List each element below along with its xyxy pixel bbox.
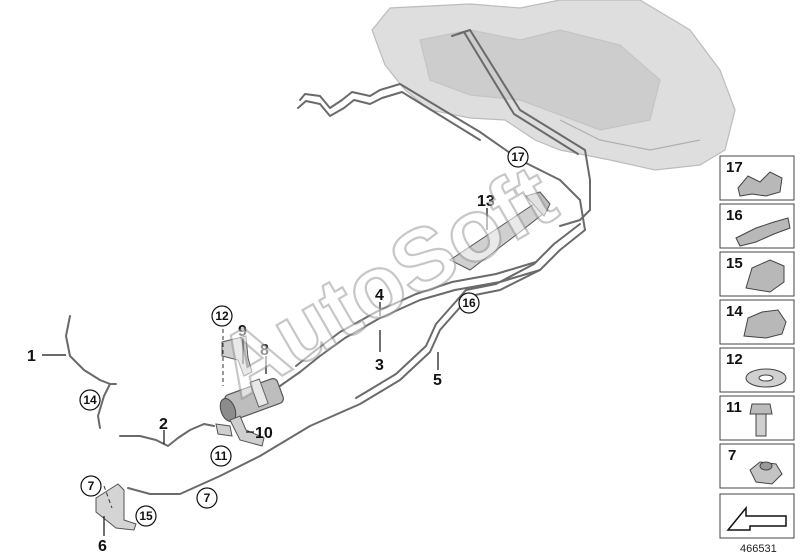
leader-lines (42, 208, 488, 536)
callout-2: 2 (159, 416, 168, 433)
direction-arrow-icon (726, 505, 787, 531)
callout-8: 8 (260, 342, 269, 359)
callout-6: 6 (98, 538, 107, 555)
callout-1: 1 (27, 348, 36, 365)
panel-15: 15 (719, 251, 795, 297)
clip-17-icon (737, 171, 783, 197)
circled-callout-17: 17 (507, 146, 529, 168)
reference-number: 466531 (740, 543, 777, 555)
watermark: AutoSoft (200, 145, 571, 416)
svg-text:11: 11 (215, 449, 228, 463)
bracket-13 (449, 191, 551, 271)
svg-text:12: 12 (726, 351, 743, 368)
circled-callouts: 7 7 11 12 14 15 16 17 (79, 146, 529, 527)
callouts: 1 2 3 4 5 6 8 9 10 13 (27, 193, 495, 555)
svg-text:15: 15 (726, 255, 743, 272)
svg-text:7: 7 (204, 491, 211, 505)
svg-text:16: 16 (462, 296, 476, 310)
panel-arrow (719, 493, 795, 539)
fuel-tank (371, 0, 736, 171)
svg-text:15: 15 (139, 509, 153, 523)
nut-7-icon (749, 461, 783, 485)
panel-17: 17 (719, 155, 795, 201)
panel-7: 7 (719, 443, 795, 489)
clip-16-icon (735, 217, 791, 247)
panel-14: 14 (719, 299, 795, 345)
callout-4: 4 (375, 287, 384, 304)
circled-callout-7a: 7 (80, 475, 102, 497)
svg-text:17: 17 (511, 150, 525, 164)
callout-10: 10 (255, 425, 273, 442)
circled-callout-14: 14 (79, 389, 101, 411)
panel-11: 11 (719, 395, 795, 441)
svg-text:16: 16 (726, 207, 743, 224)
circled-callout-15: 15 (135, 505, 157, 527)
svg-text:14: 14 (83, 393, 97, 407)
svg-text:17: 17 (726, 159, 743, 176)
svg-text:7: 7 (728, 447, 736, 464)
callout-13: 13 (477, 193, 495, 210)
assembly-lines (103, 322, 224, 509)
svg-text:12: 12 (215, 309, 229, 323)
fuel-filter (219, 378, 284, 423)
svg-text:7: 7 (88, 479, 95, 493)
callout-3: 3 (375, 357, 384, 374)
svg-text:11: 11 (726, 399, 742, 416)
clip-15-icon (745, 259, 785, 293)
bolt-11-icon (749, 403, 773, 437)
clip-14-icon (743, 309, 787, 339)
filter-brackets (215, 335, 265, 447)
panel-16: 16 (719, 203, 795, 249)
parts-panel: 17 16 15 14 12 11 (719, 155, 795, 539)
circled-callout-7b: 7 (196, 487, 218, 509)
fuel-lines (65, 29, 591, 495)
circled-callout-11: 11 (210, 445, 232, 467)
callout-9: 9 (238, 323, 247, 340)
bracket-6 (95, 483, 137, 531)
panel-12: 12 (719, 347, 795, 393)
circled-callout-16: 16 (458, 292, 480, 314)
circled-callout-12: 12 (211, 305, 233, 327)
svg-text:14: 14 (726, 303, 743, 320)
callout-5: 5 (433, 372, 442, 389)
